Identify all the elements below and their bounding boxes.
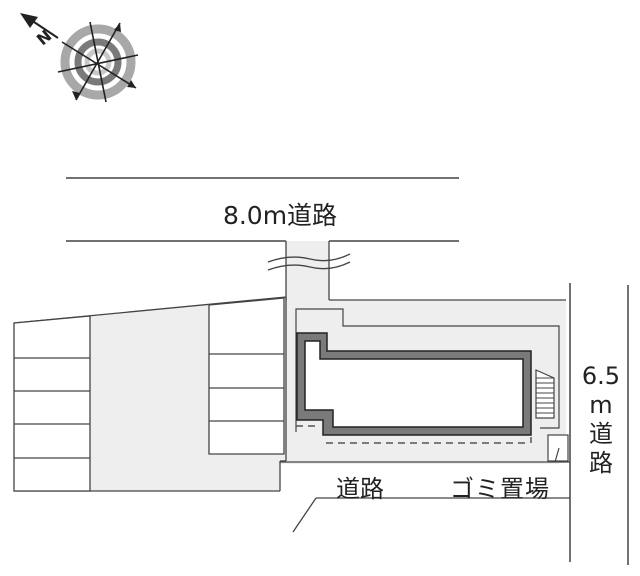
garbage-area <box>547 434 569 463</box>
stairs-icon <box>535 369 555 419</box>
road-right-label-line: 路 <box>589 449 613 477</box>
parking-block-middle <box>208 297 285 455</box>
compass-icon: N <box>20 13 139 103</box>
road-top-label: 8.0m道路 <box>222 201 338 230</box>
building <box>296 332 532 436</box>
road-bottom-label: 道路 <box>336 475 384 503</box>
road-right-label-line: m <box>589 391 613 419</box>
svg-text:N: N <box>33 26 55 49</box>
road-right-label-line: 道 <box>589 420 613 448</box>
road-right-label-line: 6.5 <box>581 362 621 390</box>
garbage-area-label: ゴミ置場 <box>450 475 550 503</box>
road-right-label: 6.5 m 道 路 <box>572 362 630 478</box>
parking-block-left <box>13 315 91 492</box>
